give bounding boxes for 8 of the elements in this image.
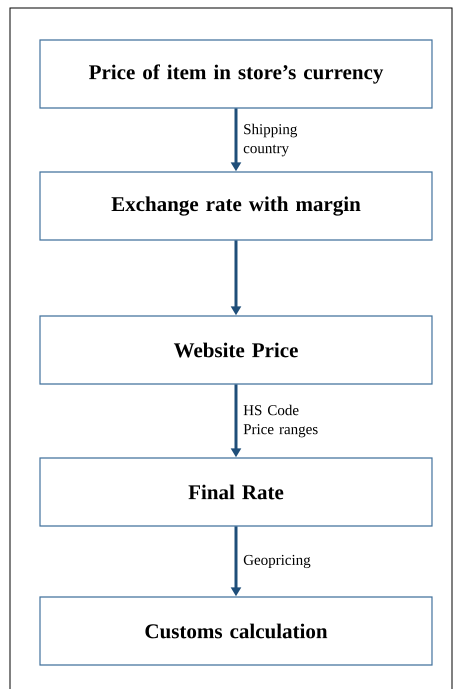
process-box: Final Rate [39, 457, 433, 527]
edge-label: HS Code Price ranges [244, 404, 318, 438]
process-box: Price of item in store’s currency [39, 39, 433, 109]
edge-label: Geopricing [244, 554, 310, 568]
edge-label: Shipping country [244, 124, 298, 156]
process-box: Website Price [39, 315, 433, 385]
process-box: Exchange rate with margin [39, 171, 433, 241]
process-box: Customs calculation [39, 596, 433, 666]
